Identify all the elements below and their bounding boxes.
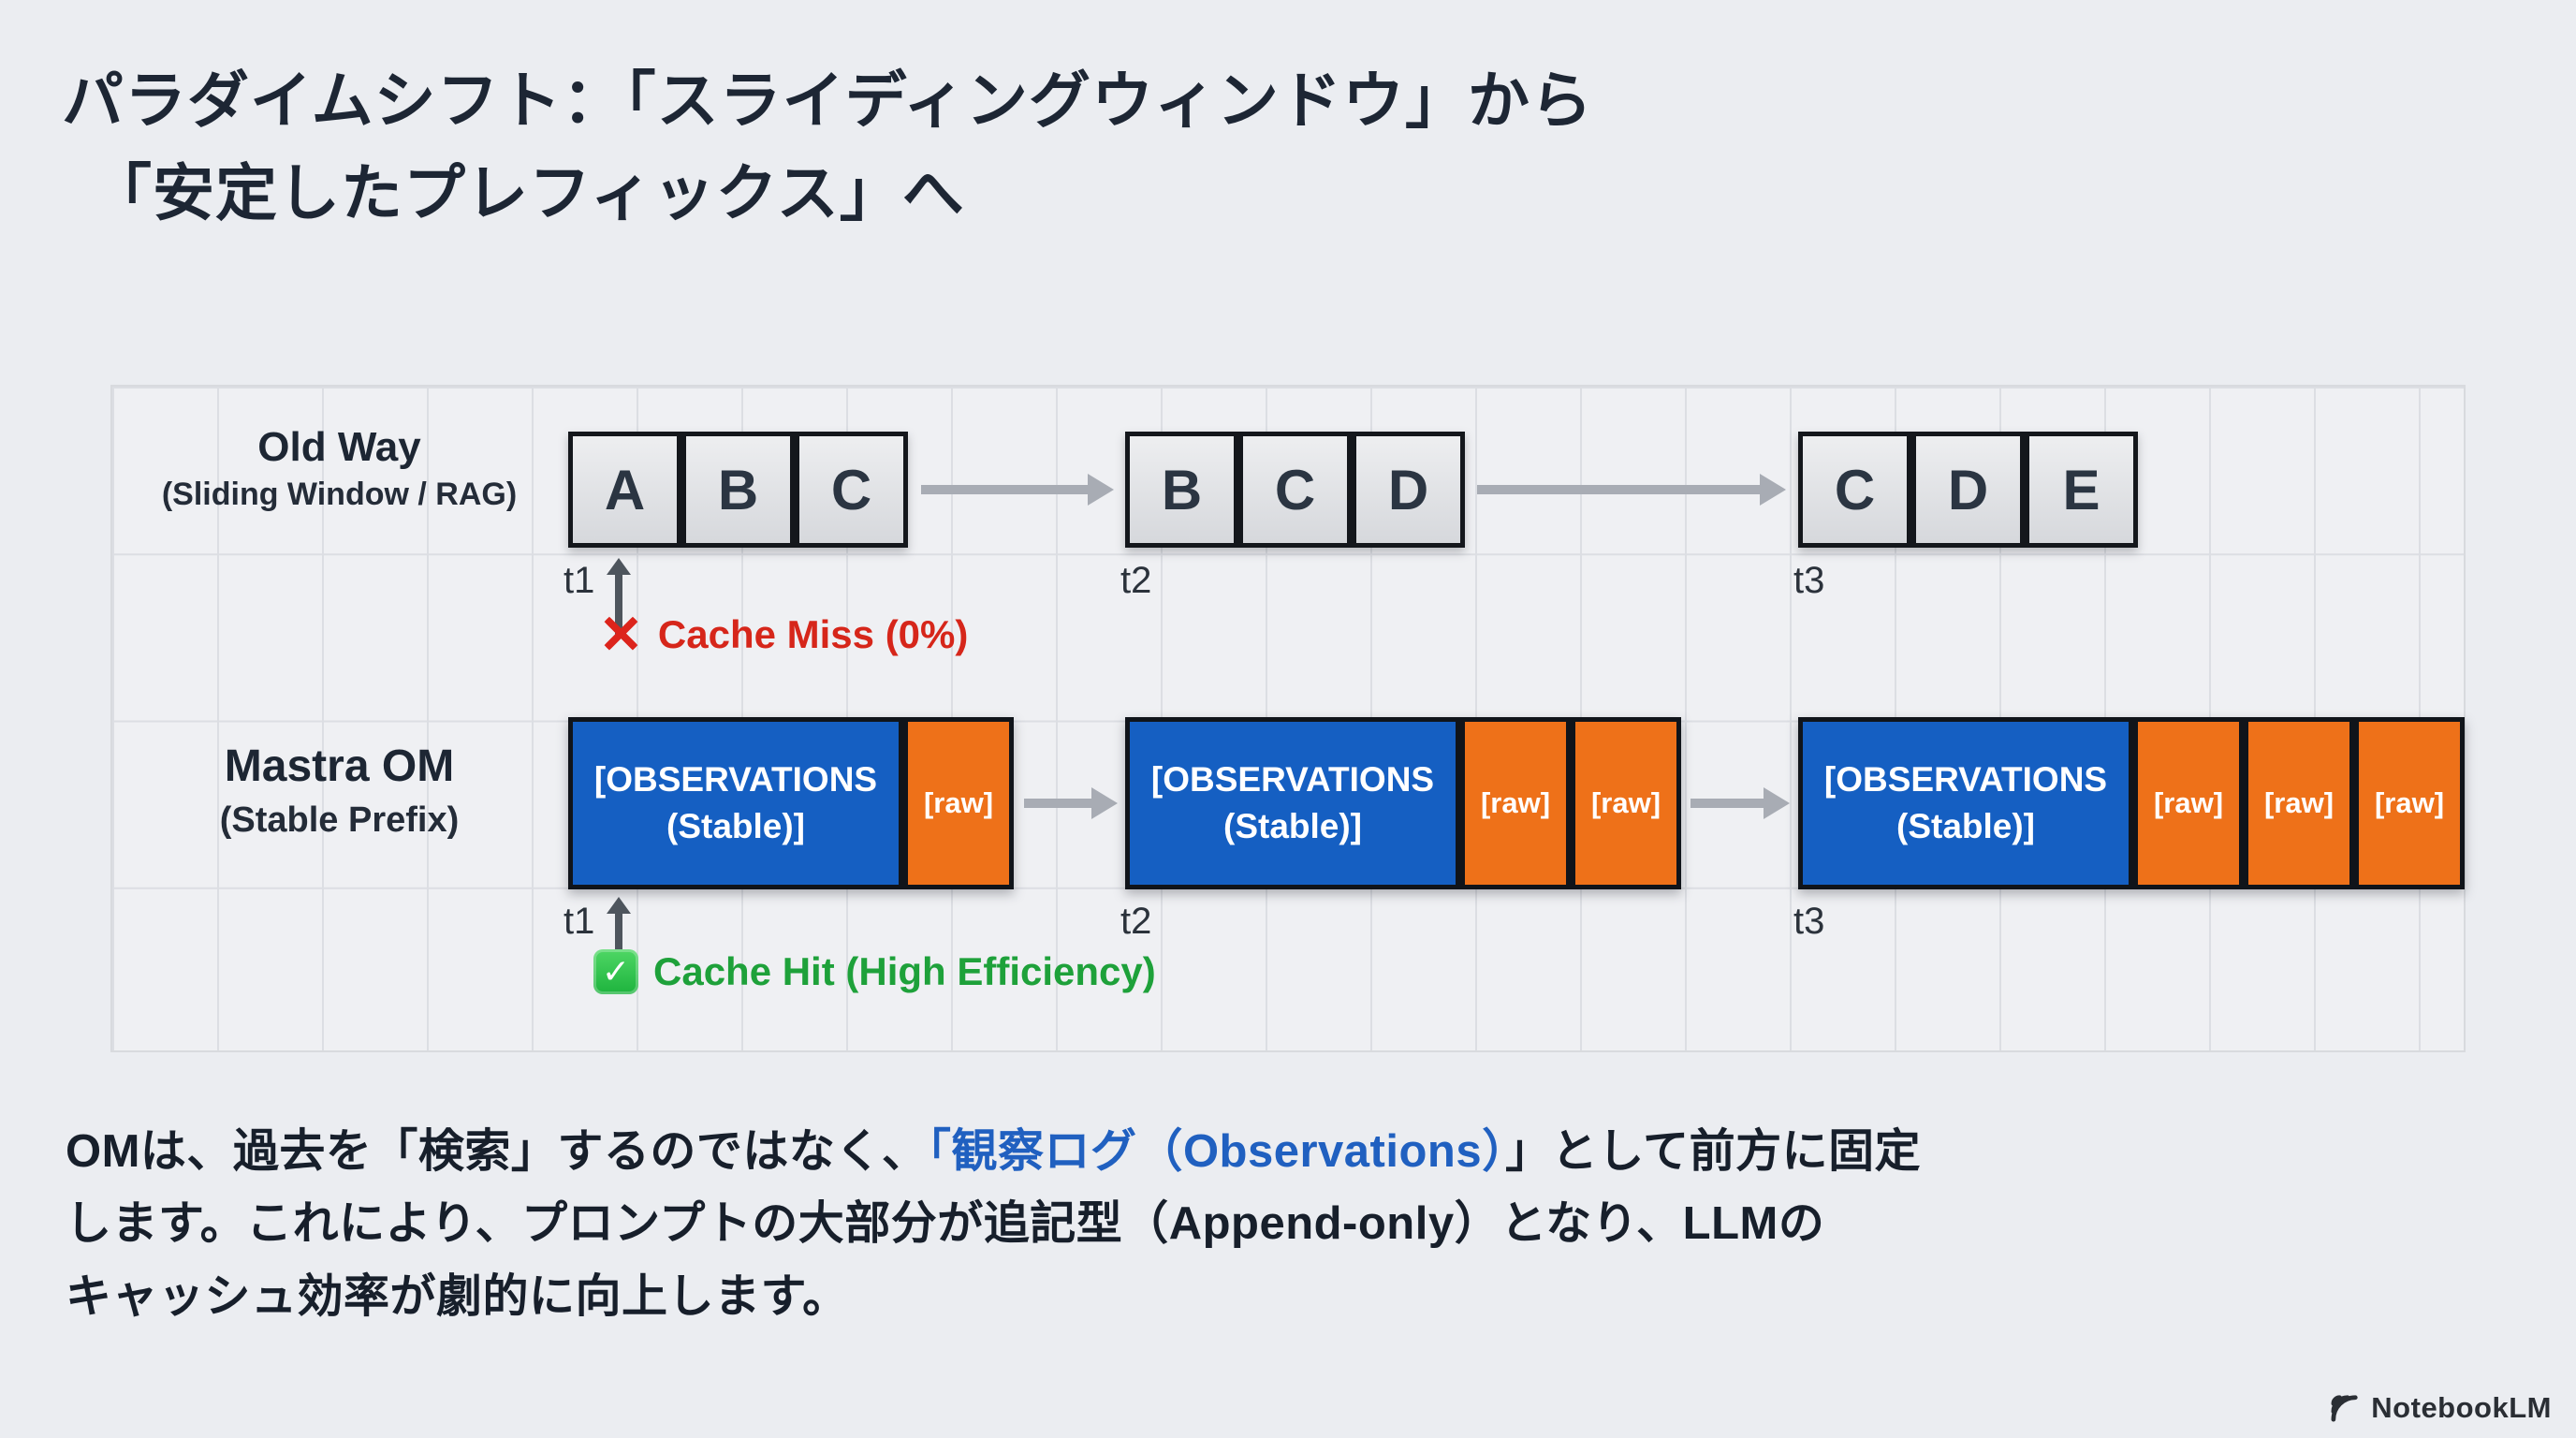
observations-stable-box: [OBSERVATIONS (Stable)] <box>568 717 903 889</box>
raw-box: [raw] <box>2244 717 2354 889</box>
token-cell: A <box>568 432 681 548</box>
observations-line1: [OBSERVATIONS <box>1823 760 2108 800</box>
body-paragraph: OMは、過去を「検索」するのではなく、「観察ログ（Observations）」と… <box>66 1116 2518 1333</box>
observations-line1: [OBSERVATIONS <box>593 760 878 800</box>
body-line1-post: 」として前方に固定 <box>1505 1126 1922 1177</box>
arrow-right-icon <box>921 474 1114 506</box>
observations-stable-box: [OBSERVATIONS (Stable)] <box>1798 717 2133 889</box>
old-way-sublabel: (Sliding Window / RAG) <box>161 476 518 512</box>
raw-box: [raw] <box>2354 717 2465 889</box>
mastra-window-t2: [OBSERVATIONS (Stable)] [raw] [raw] <box>1125 717 1681 889</box>
notebooklm-label: NotebookLM <box>2371 1391 2552 1424</box>
cache-miss-text: Cache Miss (0%) <box>657 612 969 656</box>
slide-title: パラダイムシフト：「スライディングウィンドウ」から 「安定したプレフィックス」へ <box>62 54 2458 240</box>
time-label-t3: t3 <box>1793 560 1825 601</box>
check-icon: ✓ <box>593 949 638 994</box>
body-line1-highlight: 「観察ログ（Observations） <box>928 1126 1506 1177</box>
token-cell: D <box>1352 432 1465 548</box>
token-cell: B <box>1125 432 1238 548</box>
observations-line2: (Stable)] <box>666 807 805 845</box>
old-way-label: Old Way <box>257 424 421 470</box>
slide-title-line2: 「安定したプレフィックス」へ <box>90 158 965 227</box>
time-label-t1: t1 <box>564 560 595 601</box>
notebooklm-watermark: NotebookLM <box>2330 1391 2552 1425</box>
raw-box: [raw] <box>1571 717 1681 889</box>
arrow-right-icon <box>1477 474 1786 506</box>
mastra-sublabel: (Stable Prefix) <box>219 800 460 840</box>
token-cell: C <box>1238 432 1352 548</box>
token-cell: E <box>2025 432 2138 548</box>
cache-hit-text: Cache Hit (High Efficiency) <box>653 949 1156 993</box>
cache-miss-annotation: ✕ Cache Miss (0%) <box>599 609 968 661</box>
old-way-row-label: Old Way (Sliding Window / RAG) <box>110 423 568 517</box>
cross-icon: ✕ <box>599 605 643 664</box>
observations-line2: (Stable)] <box>1896 807 2035 845</box>
raw-box: [raw] <box>2133 717 2244 889</box>
observations-stable-box: [OBSERVATIONS (Stable)] <box>1125 717 1460 889</box>
notebooklm-logo-icon <box>2331 1395 2358 1422</box>
token-cell: D <box>1911 432 2025 548</box>
observations-line2: (Stable)] <box>1223 807 1362 845</box>
old-way-window-t1: A B C <box>568 432 908 548</box>
slide-title-line1: パラダイムシフト：「スライディングウィンドウ」から <box>62 66 1594 135</box>
time-label-t1: t1 <box>564 901 595 942</box>
raw-box: [raw] <box>1460 717 1571 889</box>
time-label-t2: t2 <box>1120 560 1152 601</box>
body-line1-pre: OMは、過去を「検索」するのではなく、 <box>66 1126 929 1177</box>
arrow-right-icon <box>1024 787 1118 819</box>
body-line2: します。これにより、プロンプトの大部分が追記型（Append-only）となり、… <box>66 1198 1825 1250</box>
observations-line1: [OBSERVATIONS <box>1150 760 1435 800</box>
arrow-up-icon <box>607 558 631 638</box>
raw-box: [raw] <box>903 717 1014 889</box>
cache-hit-annotation: ✓ Cache Hit (High Efficiency) <box>593 949 1156 994</box>
mastra-row-label: Mastra OM (Stable Prefix) <box>110 740 568 847</box>
mastra-window-t1: [OBSERVATIONS (Stable)] [raw] <box>568 717 1014 889</box>
body-line1: OMは、過去を「検索」するのではなく、「観察ログ（Observations）」と… <box>66 1116 2518 1188</box>
mastra-label: Mastra OM <box>224 741 455 791</box>
old-way-window-t2: B C D <box>1125 432 1465 548</box>
body-line3: キャッシュ効率が劇的に向上します。 <box>66 1270 849 1322</box>
mastra-window-t3: [OBSERVATIONS (Stable)] [raw] [raw] [raw… <box>1798 717 2465 889</box>
time-label-t3: t3 <box>1793 901 1825 942</box>
arrow-up-icon <box>607 897 631 981</box>
token-cell: C <box>1798 432 1911 548</box>
old-way-window-t3: C D E <box>1798 432 2138 548</box>
time-label-t2: t2 <box>1120 901 1152 942</box>
token-cell: C <box>795 432 908 548</box>
token-cell: B <box>681 432 795 548</box>
arrow-right-icon <box>1690 787 1790 819</box>
